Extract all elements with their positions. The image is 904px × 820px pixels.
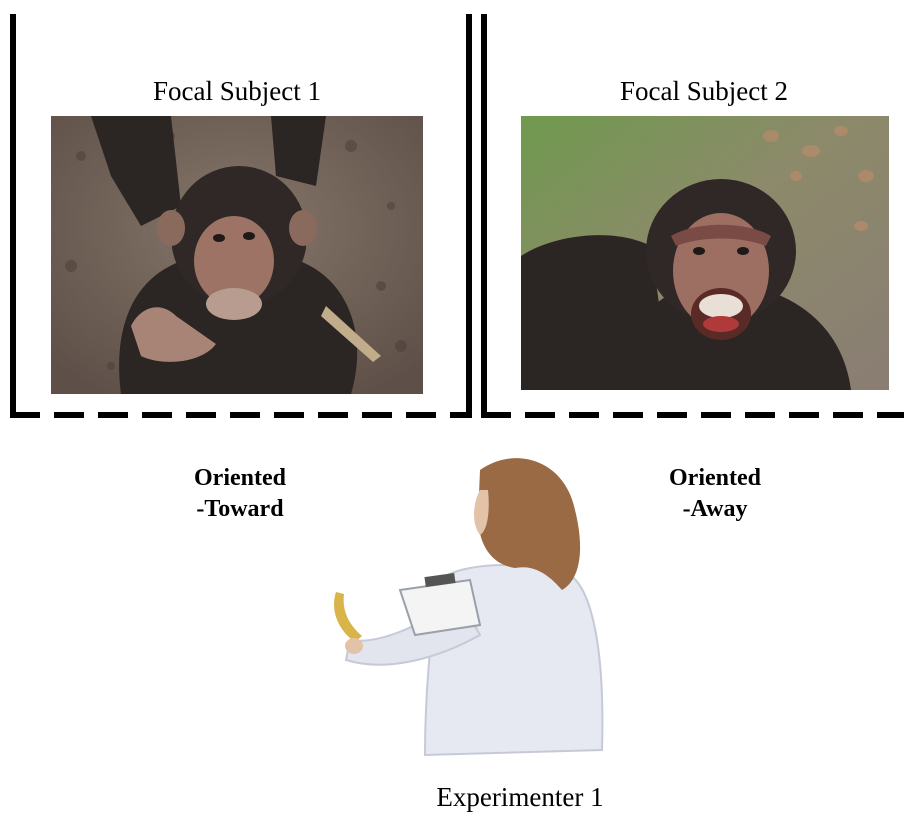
focal-subject-2-photo bbox=[521, 116, 889, 390]
oriented-away-line2: -Away bbox=[630, 494, 800, 525]
enclosure-mesh-front-right bbox=[481, 412, 904, 418]
oriented-away-label: Oriented -Away bbox=[630, 463, 800, 525]
focal-subject-2-label: Focal Subject 2 bbox=[520, 76, 888, 107]
experimenter-figure bbox=[330, 450, 610, 760]
enclosure-mesh-front-left bbox=[10, 412, 472, 418]
oriented-away-line1: Oriented bbox=[630, 463, 800, 494]
enclosure-divider-right bbox=[481, 14, 487, 418]
enclosure-divider-left bbox=[466, 14, 472, 418]
oriented-toward-line1: Oriented bbox=[160, 463, 320, 494]
experimenter-1-label: Experimenter 1 bbox=[400, 782, 640, 813]
focal-subject-1-label: Focal Subject 1 bbox=[50, 76, 424, 107]
oriented-toward-label: Oriented -Toward bbox=[160, 463, 320, 525]
enclosure-wall-left bbox=[10, 14, 16, 418]
focal-subject-1-photo bbox=[51, 116, 423, 394]
oriented-toward-line2: -Toward bbox=[160, 494, 320, 525]
